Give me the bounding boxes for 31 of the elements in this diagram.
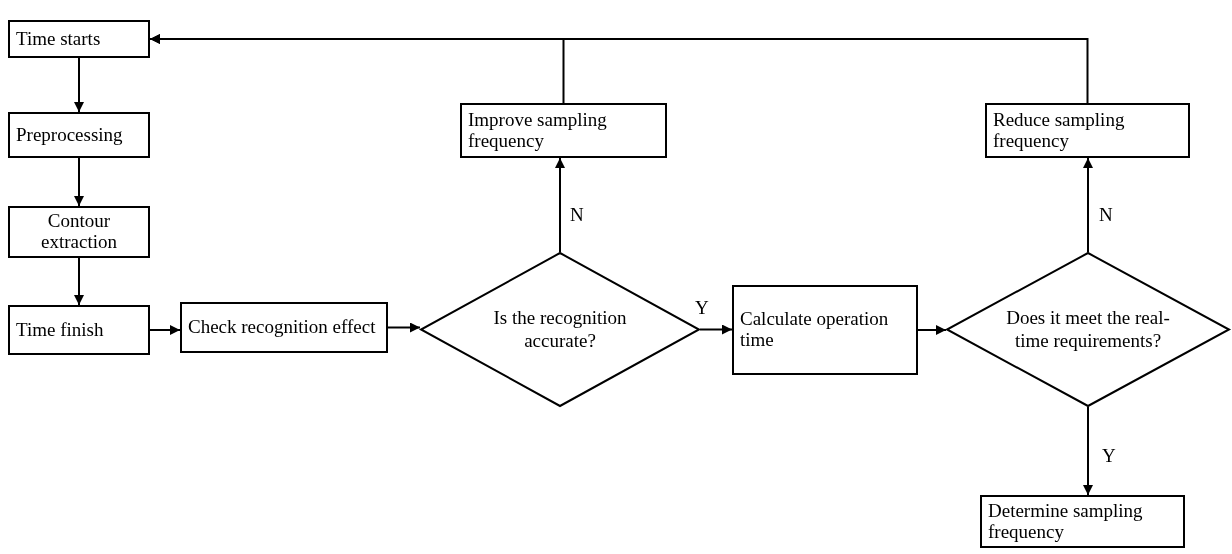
arrow <box>149 34 1089 104</box>
arrow <box>917 325 947 335</box>
arrow <box>699 324 733 335</box>
process-box <box>732 285 918 375</box>
arrow <box>74 257 84 306</box>
process-box <box>8 305 150 355</box>
process-box <box>8 112 150 158</box>
decision-text: Is the recognition accurate? <box>492 306 628 353</box>
arrow <box>555 157 565 253</box>
decision-text: Does it meet the real-time requirements? <box>1005 306 1171 353</box>
arrow <box>387 322 421 333</box>
process-box <box>985 103 1190 158</box>
node-text: Time starts <box>16 28 101 50</box>
arrow <box>74 57 84 113</box>
node-text: Improve sampling frequency <box>468 109 608 152</box>
node-text: Contour extraction <box>40 211 118 253</box>
process-box <box>8 20 150 58</box>
node-text: Time finish <box>16 319 104 341</box>
node-text: Preprocessing <box>16 124 123 146</box>
arrow <box>74 157 84 207</box>
process-box <box>460 103 667 158</box>
arrow <box>1083 157 1093 253</box>
process-box <box>980 495 1185 548</box>
process-box <box>8 206 150 258</box>
arrow <box>1083 406 1093 496</box>
process-box <box>180 302 388 353</box>
node-text: Determine sampling frequency <box>988 500 1144 543</box>
arrow <box>149 325 181 335</box>
node-text: Check recognition effect <box>188 317 376 338</box>
node-text: Reduce sampling frequency <box>993 109 1126 152</box>
node-text: Calculate operation time <box>740 309 890 351</box>
